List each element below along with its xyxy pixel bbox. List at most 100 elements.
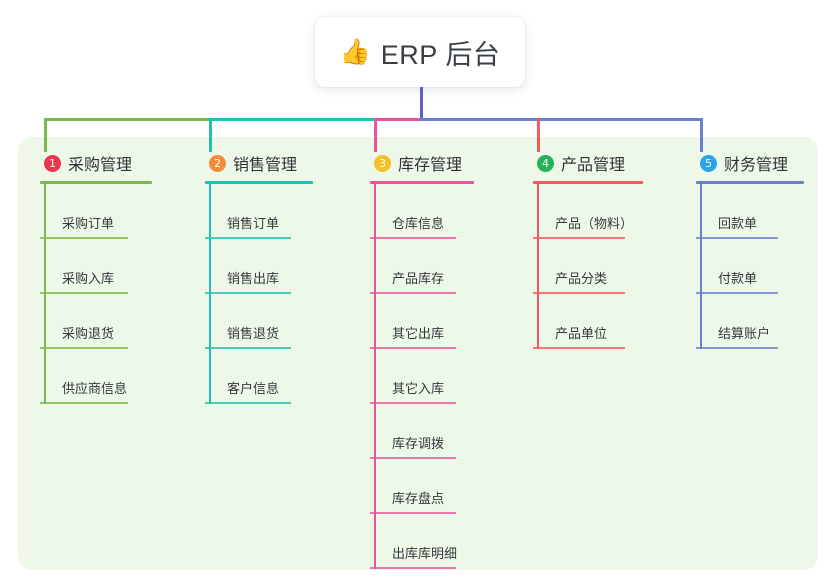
branch-spine-1 xyxy=(44,184,46,404)
branch-item[interactable]: 其它入库 xyxy=(370,349,474,404)
branch-item-label: 产品（物料） xyxy=(555,216,634,231)
branch-spine-3 xyxy=(374,184,376,569)
branch-item-rule xyxy=(370,512,456,514)
branch-item[interactable]: 采购退货 xyxy=(40,294,152,349)
branch-header-rule-1 xyxy=(40,181,152,184)
branch-badge-2: 2 xyxy=(209,154,226,172)
branch-item-rule xyxy=(205,347,291,349)
root-node-title: ERP 后台 xyxy=(380,39,501,70)
branch-item-label: 采购入库 xyxy=(62,271,115,286)
branch-item-rule xyxy=(696,292,778,294)
branch-item-label: 付款单 xyxy=(718,271,758,286)
branch-spine-4 xyxy=(537,184,539,349)
branch-item[interactable]: 采购入库 xyxy=(40,239,152,294)
branch-item[interactable]: 销售订单 xyxy=(205,184,313,239)
branch-item-rule xyxy=(40,292,128,294)
branch-item[interactable]: 回款单 xyxy=(696,184,804,239)
branch-badge-5: 5 xyxy=(700,154,717,172)
branch-item-label: 仓库信息 xyxy=(392,216,445,231)
bus-segment-1 xyxy=(44,118,212,121)
branch-header-5[interactable]: 5 财务管理 xyxy=(696,150,804,176)
bus-segment-4 xyxy=(420,118,703,121)
branch-item-label: 出库库明细 xyxy=(392,546,458,561)
branch-title-4: 产品管理 xyxy=(561,157,626,174)
branch-header-rule-3 xyxy=(370,181,474,184)
branch-item[interactable]: 销售出库 xyxy=(205,239,313,294)
branch-item-rule xyxy=(533,347,625,349)
branch-column-4: 4 产品管理产品（物料） 产品分类产品单位 xyxy=(533,150,643,349)
branch-item-rule xyxy=(370,457,456,459)
branch-item-label: 产品分类 xyxy=(555,271,608,286)
branch-item-rule xyxy=(696,347,778,349)
branch-spine-2 xyxy=(209,184,211,404)
branch-item-rule xyxy=(370,402,456,404)
branch-item-rule xyxy=(40,347,128,349)
thumbs-up-icon: 👍 xyxy=(339,37,371,66)
branch-item-rule xyxy=(370,567,456,569)
branch-badge-3: 3 xyxy=(374,154,391,172)
branch-item[interactable]: 产品分类 xyxy=(533,239,643,294)
branch-header-4[interactable]: 4 产品管理 xyxy=(533,150,643,176)
branch-item-rule xyxy=(370,347,456,349)
branch-title-5: 财务管理 xyxy=(724,157,789,174)
branch-header-1[interactable]: 1 采购管理 xyxy=(40,150,152,176)
branch-item-label: 回款单 xyxy=(718,216,758,231)
branch-item-label: 销售订单 xyxy=(227,216,280,231)
branch-item-label: 产品单位 xyxy=(555,326,608,341)
branch-item-label: 供应商信息 xyxy=(62,381,128,396)
branch-item-label: 销售退货 xyxy=(227,326,280,341)
branch-item-rule xyxy=(533,292,625,294)
branch-item-label: 采购退货 xyxy=(62,326,115,341)
branch-item-rule xyxy=(205,237,291,239)
branch-item[interactable]: 采购订单 xyxy=(40,184,152,239)
branch-item[interactable]: 销售退货 xyxy=(205,294,313,349)
branch-header-rule-4 xyxy=(533,181,643,184)
branch-item[interactable]: 库存盘点 xyxy=(370,459,474,514)
branch-item-label: 其它出库 xyxy=(392,326,445,341)
branch-item-rule xyxy=(205,402,291,404)
branch-stem-1 xyxy=(44,118,47,152)
branch-item-label: 库存盘点 xyxy=(392,491,445,506)
branch-stem-3 xyxy=(374,118,377,152)
branch-item-rule xyxy=(205,292,291,294)
branch-item[interactable]: 库存调拨 xyxy=(370,404,474,459)
branch-item[interactable]: 产品单位 xyxy=(533,294,643,349)
branch-item[interactable]: 结算账户 xyxy=(696,294,804,349)
branch-header-rule-5 xyxy=(696,181,804,184)
branch-item[interactable]: 产品库存 xyxy=(370,239,474,294)
branch-badge-1: 1 xyxy=(44,154,61,172)
branch-badge-4: 4 xyxy=(537,154,554,172)
branch-item[interactable]: 供应商信息 xyxy=(40,349,152,404)
branch-item-label: 采购订单 xyxy=(62,216,115,231)
branch-item[interactable]: 出库库明细 xyxy=(370,514,474,569)
branch-title-2: 销售管理 xyxy=(233,157,298,174)
branch-item[interactable]: 产品（物料） xyxy=(533,184,643,239)
root-node-card[interactable]: 👍 ERP 后台 xyxy=(315,17,525,87)
branch-spine-5 xyxy=(700,184,702,349)
branch-item[interactable]: 付款单 xyxy=(696,239,804,294)
branch-item-rule xyxy=(696,237,778,239)
branch-item[interactable]: 仓库信息 xyxy=(370,184,474,239)
branch-stem-4 xyxy=(537,118,540,152)
branch-header-2[interactable]: 2 销售管理 xyxy=(205,150,313,176)
branch-item[interactable]: 其它出库 xyxy=(370,294,474,349)
branch-item-label: 其它入库 xyxy=(392,381,445,396)
branch-item-label: 产品库存 xyxy=(392,271,445,286)
branch-column-2: 2 销售管理销售订单销售出库销售退货客户信息 xyxy=(205,150,313,404)
branch-item-rule xyxy=(370,237,456,239)
bus-segment-3 xyxy=(374,118,423,121)
branch-item[interactable]: 客户信息 xyxy=(205,349,313,404)
branches-panel xyxy=(18,137,818,570)
bus-segment-2 xyxy=(209,118,377,121)
branch-item-label: 库存调拨 xyxy=(392,436,445,451)
branch-item-label: 结算账户 xyxy=(718,326,771,341)
branch-stem-5 xyxy=(700,118,703,152)
branch-title-1: 采购管理 xyxy=(68,157,133,174)
branch-item-label: 客户信息 xyxy=(227,381,280,396)
root-stem-line xyxy=(420,87,423,121)
branch-column-1: 1 采购管理采购订单采购入库采购退货供应商信息 xyxy=(40,150,152,404)
branch-item-rule xyxy=(40,402,128,404)
